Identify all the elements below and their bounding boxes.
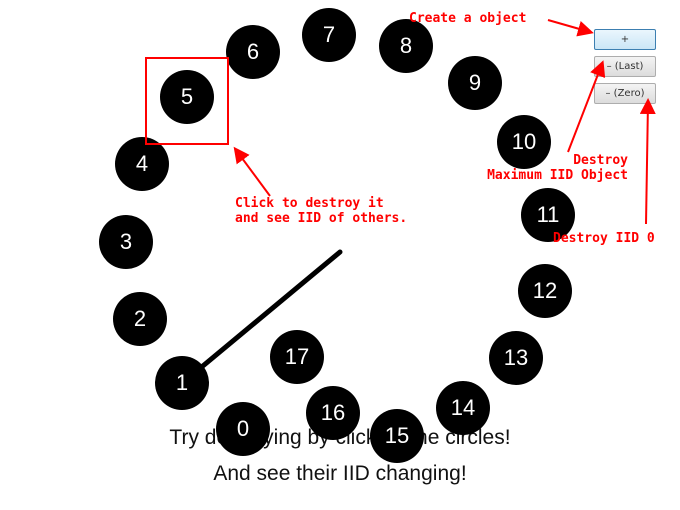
- circle-0[interactable]: 0: [216, 402, 270, 456]
- circle-11[interactable]: 11: [521, 188, 575, 242]
- circle-6[interactable]: 6: [226, 25, 280, 79]
- circle-14[interactable]: 14: [436, 381, 490, 435]
- circle-9[interactable]: 9: [448, 56, 502, 110]
- circle-5[interactable]: 5: [160, 70, 214, 124]
- destroy-last-button[interactable]: – (Last): [594, 56, 656, 77]
- circle-1[interactable]: 1: [155, 356, 209, 410]
- circle-7[interactable]: 7: [302, 8, 356, 62]
- circle-4[interactable]: 4: [115, 137, 169, 191]
- annotation-create: Create a object: [409, 11, 527, 26]
- circle-16[interactable]: 16: [306, 386, 360, 440]
- circle-15[interactable]: 15: [370, 409, 424, 463]
- create-object-button[interactable]: +: [594, 29, 656, 50]
- circle-3[interactable]: 3: [99, 215, 153, 269]
- circle-2[interactable]: 2: [113, 292, 167, 346]
- circle-12[interactable]: 12: [518, 264, 572, 318]
- circle-8[interactable]: 8: [379, 19, 433, 73]
- annotation-destroy-zero: Destroy IID 0: [553, 231, 655, 246]
- circle-10[interactable]: 10: [497, 115, 551, 169]
- instruction-line-2: And see their IID changing!: [213, 462, 467, 485]
- circle-17[interactable]: 17: [270, 330, 324, 384]
- destroy-zero-button[interactable]: – (Zero): [594, 83, 656, 104]
- annotation-click-destroy: Click to destroy it and see IID of other…: [235, 196, 408, 226]
- circle-13[interactable]: 13: [489, 331, 543, 385]
- annotation-destroy-max: Destroy Maximum IID Object: [487, 153, 628, 183]
